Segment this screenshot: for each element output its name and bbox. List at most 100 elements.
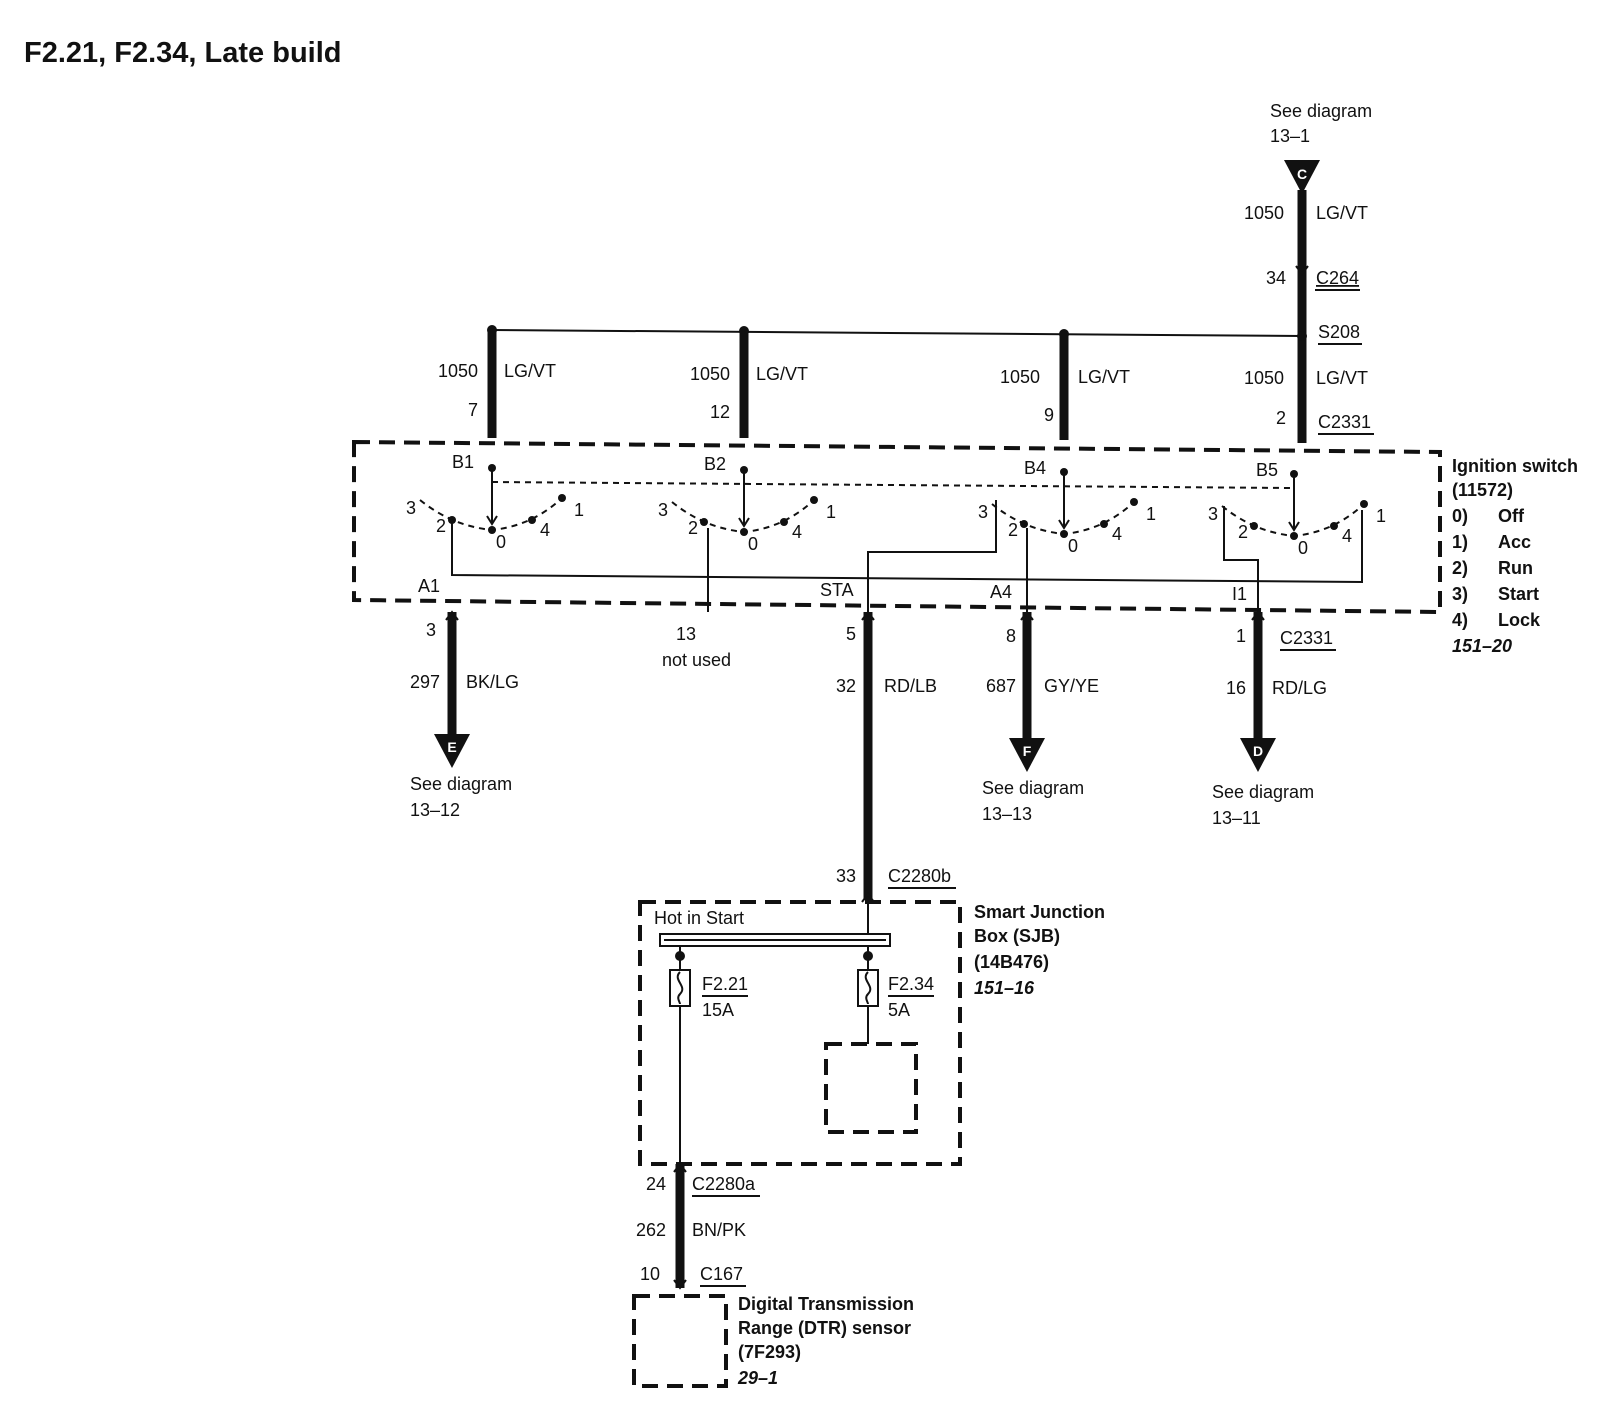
terminal-a4: A4 [990, 582, 1012, 602]
switch-unit-1-pos-0: 0 [496, 532, 506, 552]
pos-0-label: Off [1498, 506, 1525, 526]
terminal-b5: B5 [1256, 460, 1278, 480]
top-feed-2: 1050 LG/VT 12 [690, 326, 808, 438]
dtr-line1: Digital Transmission [738, 1294, 914, 1314]
switch-unit-3-pos-3: 3 [978, 502, 988, 522]
ref-f-letter: F [1023, 743, 1032, 759]
fuse-f2-34-rating: 5A [888, 1000, 910, 1020]
switch-unit-4-pos-4: 4 [1342, 526, 1352, 546]
dtr-color: BN/PK [692, 1220, 746, 1240]
supply-color: LG/VT [1316, 203, 1368, 223]
ref-top-line2: 13–1 [1270, 126, 1310, 146]
output-sta-pin: 5 [846, 624, 856, 644]
top-feed-4: 1050 LG/VT 2 C2331 [1244, 368, 1374, 435]
switch-unit-4-pos-0: 0 [1298, 538, 1308, 558]
output-a1-color: BK/LG [466, 672, 519, 692]
top-feed-4-pin: 2 [1276, 408, 1286, 428]
switch-unit-3-pos-4: 4 [1112, 524, 1122, 544]
output-sta: 5 32 RD/LB [836, 610, 937, 900]
ref-f-line1: See diagram [982, 778, 1084, 798]
top-feed-4-circuit: 1050 [1244, 368, 1284, 388]
sta-wire [867, 500, 997, 612]
pos-3-num: 3) [1452, 584, 1468, 604]
ignition-switch-legend: Ignition switch (11572) 0) Off 1) Acc 2)… [1452, 456, 1578, 656]
c2331-bottom-label: C2331 [1280, 628, 1333, 648]
dtr-line2: Range (DTR) sensor [738, 1318, 911, 1338]
fuse-f2-34-icon [857, 969, 879, 1007]
ref-e-letter: E [447, 739, 456, 755]
ref-d-triangle-icon[interactable] [1240, 738, 1276, 772]
a1-common-wire [451, 510, 1363, 584]
ignition-switch-ref: 151–20 [1452, 636, 1512, 656]
ignition-switch-part: (11572) [1452, 480, 1513, 500]
dtr-legend: Digital Transmission Range (DTR) sensor … [737, 1294, 914, 1388]
c2280a-label: C2280a [692, 1174, 756, 1194]
output-a4-pin: 8 [1006, 626, 1016, 646]
fuse-f2-21: F2.21 15A [669, 946, 748, 1164]
fuse-f2-34-load-box [824, 1042, 918, 1134]
ref-e-triangle-icon[interactable] [434, 734, 470, 768]
top-feed-3-color: LG/VT [1078, 367, 1130, 387]
output-a1-pin: 3 [426, 620, 436, 640]
c2331-top-label: C2331 [1318, 412, 1371, 432]
switch-unit-2-pos-3: 3 [658, 500, 668, 520]
switch-unit-4-pos-3: 3 [1208, 504, 1218, 524]
ref-f-line2: 13–13 [982, 804, 1032, 824]
fuse-f2-34: F2.34 5A [824, 946, 934, 1134]
switch-unit-2-pos-0: 0 [748, 534, 758, 554]
c264-arrow-icon [1295, 265, 1309, 276]
terminal-b4: B4 [1024, 458, 1046, 478]
ref-top: See diagram 13–1 C [1270, 101, 1372, 194]
switch-unit-4-pos-1: 1 [1376, 506, 1386, 526]
switch-unit-1-pos-3: 3 [406, 498, 416, 518]
top-feed-3: 1050 LG/VT 9 [1000, 329, 1130, 440]
terminal-a1: A1 [418, 576, 440, 596]
output-a1-circuit: 297 [410, 672, 440, 692]
pos-4-num: 4) [1452, 610, 1468, 630]
terminal-sta: STA [820, 580, 854, 600]
page-title: F2.21, F2.34, Late build [24, 37, 342, 69]
top-feed-1-circuit: 1050 [438, 361, 478, 381]
top-feed-3-pin: 9 [1044, 405, 1054, 425]
switch-unit-2-pos-2: 2 [688, 518, 698, 538]
terminal-b1: B1 [452, 452, 474, 472]
sjb-name-line1: Smart Junction [974, 902, 1105, 922]
ref-e-line2: 13–12 [410, 800, 460, 820]
ref-top-triangle-icon[interactable] [1284, 160, 1320, 194]
dtr-part: (7F293) [738, 1342, 801, 1362]
dtr-pin: 24 [646, 1174, 666, 1194]
fuse-f2-21-rating: 15A [702, 1000, 734, 1020]
pos-0-num: 0) [1452, 506, 1468, 526]
output-a4-circuit: 687 [986, 676, 1016, 696]
fuse-f2-34-name: F2.34 [888, 974, 934, 994]
top-feed-2-color: LG/VT [756, 364, 808, 384]
dtr-end-pin: 10 [640, 1264, 660, 1284]
ref-e-line1: See diagram [410, 774, 512, 794]
output-sta-circuit: 32 [836, 676, 856, 696]
s208-splice-dot [1297, 331, 1307, 341]
c2280b-label: C2280b [888, 866, 951, 886]
output-i1-pin: 1 [1236, 626, 1246, 646]
ref-f-triangle-icon[interactable] [1009, 738, 1045, 772]
output-a1: 3 297 BK/LG E See diagram 13–12 [410, 610, 519, 820]
top-feed-4-color: LG/VT [1316, 368, 1368, 388]
top-feed-2-pin: 12 [710, 402, 730, 422]
c264-pin: 34 [1266, 268, 1286, 288]
ref-d-line1: See diagram [1212, 782, 1314, 802]
pos-1-label: Acc [1498, 532, 1531, 552]
switch-unit-1-pos-1: 1 [574, 500, 584, 520]
top-feed-2-circuit: 1050 [690, 364, 730, 384]
switch-unit-1-pos-4: 4 [540, 520, 550, 540]
output-a4-color: GY/YE [1044, 676, 1099, 696]
ignition-switch-name: Ignition switch [1452, 456, 1578, 476]
s208-label: S208 [1318, 322, 1360, 342]
pos-1-num: 1) [1452, 532, 1468, 552]
pin13-number: 13 [676, 624, 696, 644]
sjb-bus-label: Hot in Start [654, 908, 744, 928]
sjb-pin: 33 [836, 866, 856, 886]
i1-wire [1223, 506, 1259, 612]
switch-link-rail [491, 481, 1291, 489]
